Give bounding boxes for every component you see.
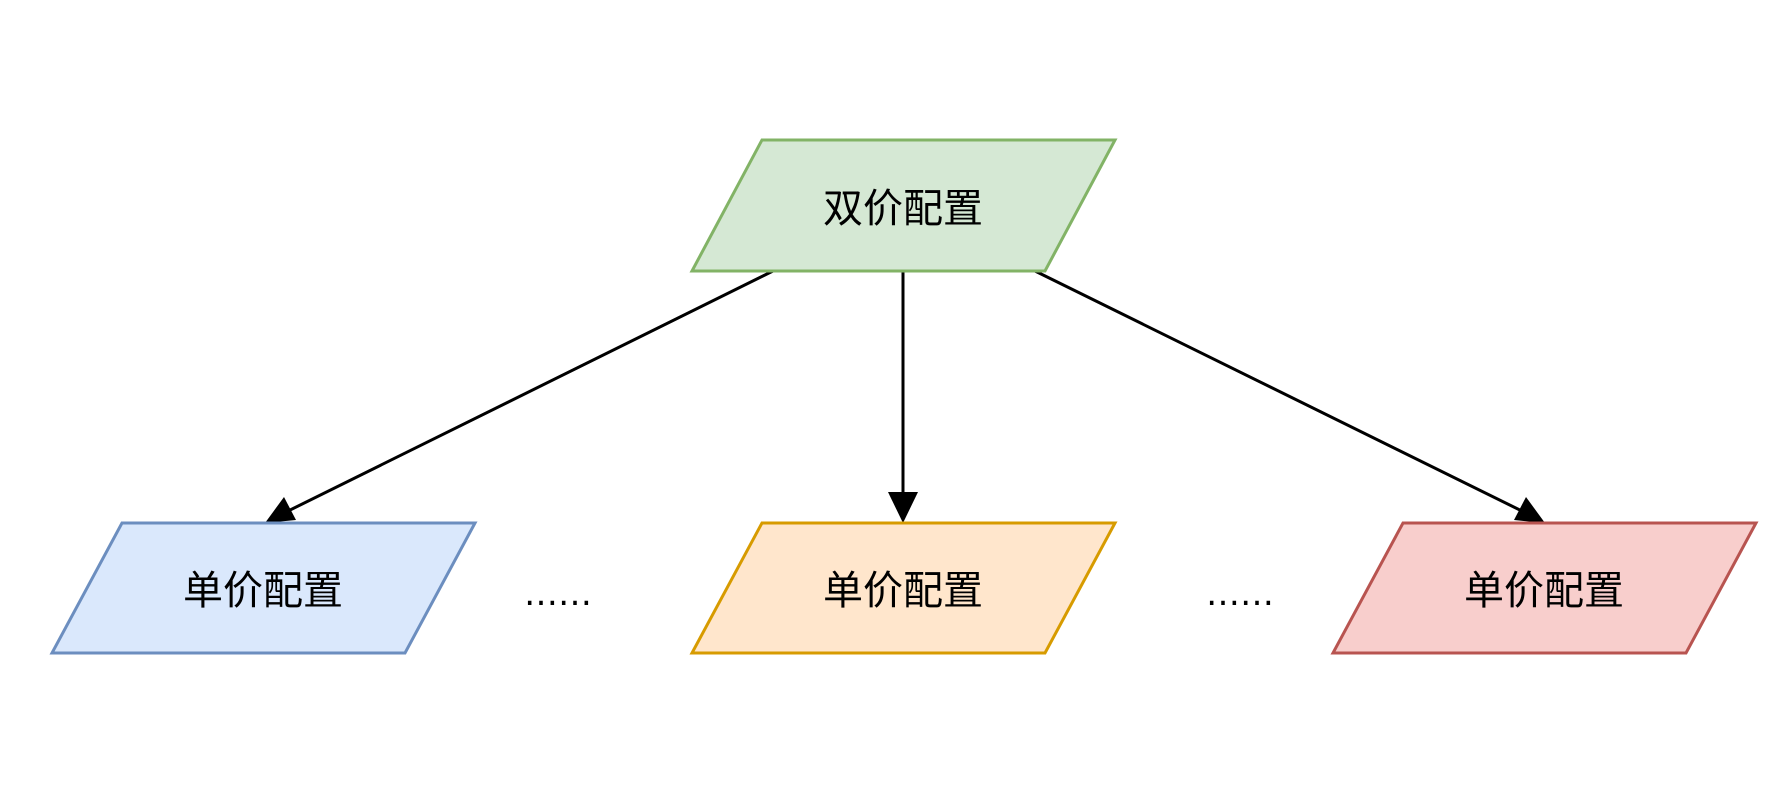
node-center-shape <box>689 521 1118 655</box>
arrowhead-center <box>888 492 918 523</box>
node-top[interactable]: 双价配置 <box>689 138 1118 273</box>
node-top-shape <box>689 138 1118 273</box>
node-right-label: 单价配置 <box>1464 568 1624 614</box>
node-left-shape <box>49 521 478 655</box>
arrowhead-left <box>265 497 296 523</box>
ellipsis-right: …… <box>1206 574 1274 614</box>
node-center[interactable]: 单价配置 <box>689 521 1118 655</box>
arrowhead-right <box>1514 497 1545 523</box>
node-center-label: 单价配置 <box>823 568 983 614</box>
node-left-label: 单价配置 <box>183 568 343 614</box>
edge-top-to-left <box>279 269 774 517</box>
node-top-label: 双价配置 <box>823 186 983 232</box>
ellipsis-left: …… <box>524 574 592 614</box>
node-right[interactable]: 单价配置 <box>1330 521 1759 655</box>
node-right-shape <box>1330 521 1759 655</box>
edge-top-to-right <box>1034 269 1531 517</box>
node-left[interactable]: 单价配置 <box>49 521 478 655</box>
edges <box>265 269 1545 523</box>
